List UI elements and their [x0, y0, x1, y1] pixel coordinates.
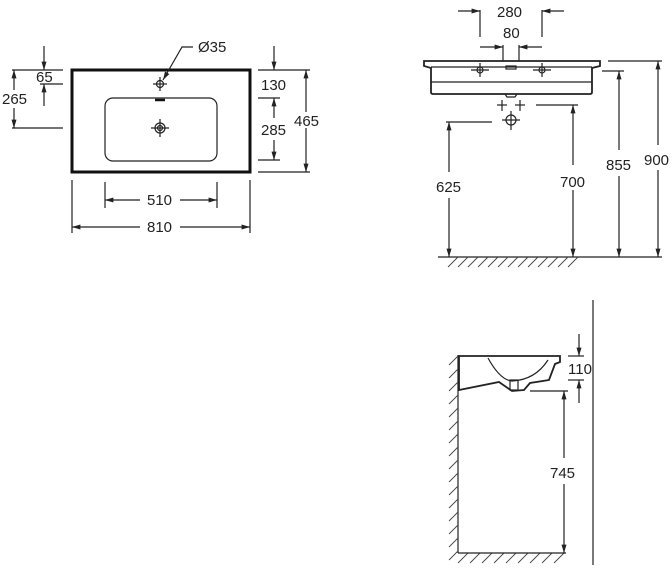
basin-bowl	[104, 97, 218, 162]
underside-height-label: 745	[550, 465, 575, 482]
rim-thickness-label: 110	[568, 361, 592, 378]
basin-front-outline	[423, 60, 601, 95]
basin-width-label: 510	[147, 192, 172, 209]
floor-hatch	[447, 256, 579, 268]
supply-pipe-icon	[502, 111, 520, 130]
top-view: Ø35 65 265 130 285 465 510 810	[2, 39, 319, 236]
front-view: 280 80 625 700	[423, 4, 669, 268]
supply-spacing-label: 280	[497, 4, 522, 21]
drain-offset-label: 265	[2, 91, 27, 108]
basin-outline	[70, 68, 252, 174]
drain-icon	[151, 119, 169, 137]
tap-left-icon	[471, 63, 489, 77]
side-view: 110 745	[448, 300, 594, 565]
wall-hatch	[448, 355, 565, 564]
tap-right-icon	[533, 63, 551, 77]
basin-depth-label: 285	[261, 122, 286, 139]
drain-outlet-icon	[497, 100, 525, 111]
drain-height-label: 700	[560, 174, 585, 191]
basin-bottom-height-label: 855	[606, 157, 631, 174]
tap-hole-diameter-label: Ø35	[198, 39, 226, 56]
basin-section	[458, 355, 561, 392]
overall-depth-label: 465	[294, 113, 319, 130]
drain-icon	[509, 379, 519, 391]
overflow-slot	[505, 65, 517, 70]
supply-height-label: 625	[436, 179, 461, 196]
tap-offset-label: 65	[36, 69, 53, 86]
basin-offset-label: 130	[261, 77, 286, 94]
rim-height-label: 900	[644, 152, 669, 169]
drain-spacing-label: 80	[503, 25, 520, 42]
tap-hole-icon	[153, 77, 167, 91]
overall-width-label: 810	[147, 219, 172, 236]
